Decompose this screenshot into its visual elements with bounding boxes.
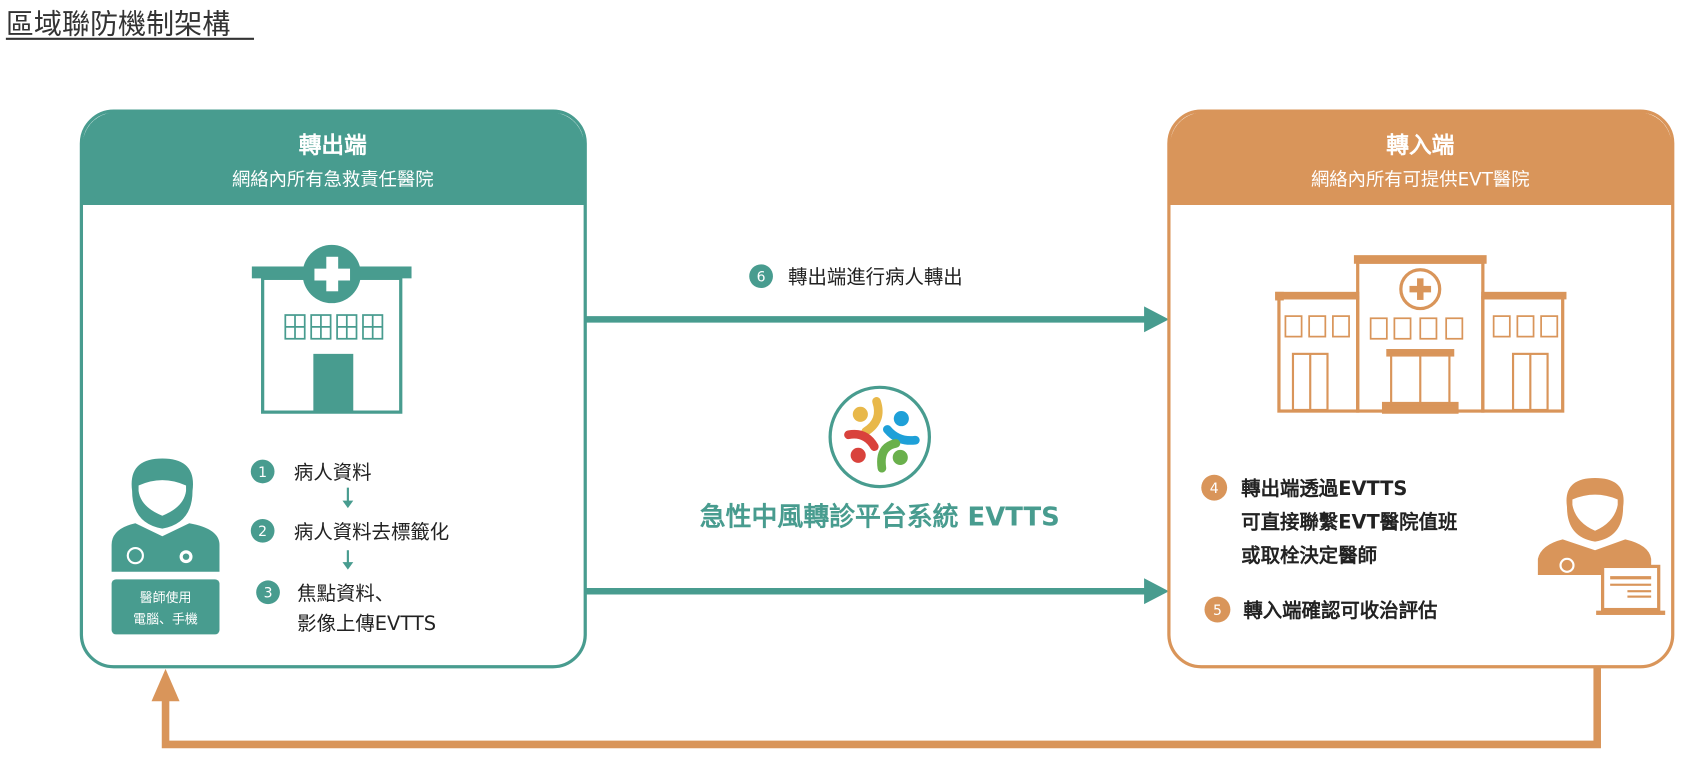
receiving-end-subtitle: 網絡內所有可提供EVT醫院	[1311, 170, 1530, 191]
step-text: 轉入端確認可收治評估	[1243, 599, 1437, 622]
step-number: 2	[258, 524, 267, 540]
transfer-label: 轉出端進行病人轉出	[788, 266, 963, 289]
large-hospital-icon	[1275, 255, 1567, 414]
feedback-arrow	[151, 666, 1601, 749]
page-title: 區域聯防機制架構	[6, 7, 230, 40]
platform-name: 急性中風轉診平台系統 EVTTS	[700, 501, 1060, 532]
step-text: 病人資料去標籤化	[294, 520, 449, 543]
sending-end-subtitle: 網絡內所有急救責任醫院	[232, 170, 434, 191]
transfer-arrow: 6 轉出端進行病人轉出	[585, 264, 1169, 333]
doctor-label-line1: 醫師使用	[140, 590, 192, 606]
step-number: 4	[1210, 481, 1219, 497]
step-text: 影像上傳EVTTS	[297, 612, 436, 635]
step-number: 6	[757, 270, 766, 286]
sending-steps: 1 病人資料 2 病人資料去標籤化 3 焦點資料、 影像上傳EVTTS	[250, 459, 449, 635]
hospital-icon	[251, 244, 412, 414]
receiving-end-title: 轉入端	[1386, 132, 1454, 159]
step-text: 病人資料	[294, 461, 372, 484]
step-text: 轉出端透過EVTTS	[1241, 477, 1407, 500]
sending-end-title: 轉出端	[299, 132, 367, 159]
step-number: 5	[1213, 603, 1222, 619]
step-number: 3	[264, 586, 273, 602]
step-number: 1	[258, 465, 267, 481]
upload-arrow	[585, 578, 1169, 605]
step-text: 焦點資料、	[297, 582, 394, 605]
doctor-label-line2: 電腦、手機	[133, 613, 198, 628]
step-text: 或取栓決定醫師	[1241, 544, 1377, 567]
evtts-logo	[828, 385, 932, 489]
receiving-steps: 4 轉出端透過EVTTS 可直接聯繫EVT醫院值班 或取栓決定醫師 5 轉入端確…	[1201, 474, 1457, 623]
step-text: 可直接聯繫EVT醫院值班	[1241, 511, 1457, 534]
doctor-with-laptop-icon	[1537, 477, 1666, 615]
doctor-icon: 醫師使用 電腦、手機	[111, 458, 220, 635]
